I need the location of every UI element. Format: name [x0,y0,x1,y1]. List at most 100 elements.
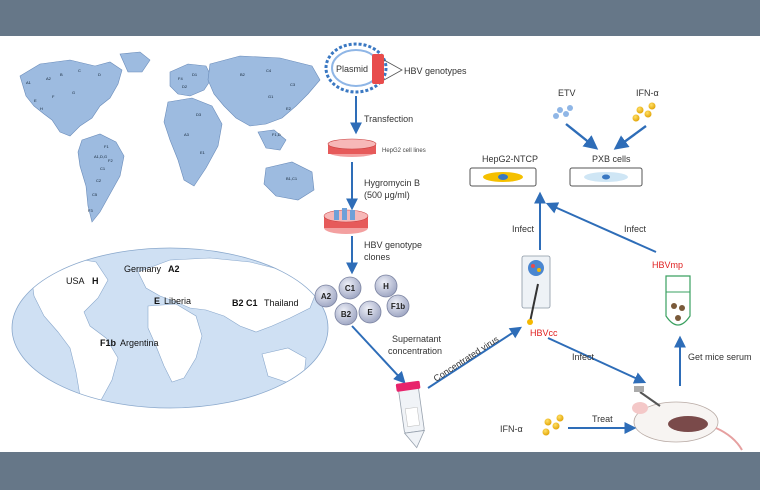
concentrated-virus-label: Concentrated virus [432,334,501,384]
plasmid-bracket [383,59,403,81]
genotype-map-label: A2 [46,76,52,81]
infect-mouse-label: Infect [572,352,595,362]
clone-origin-world-map: USA H Germany A2 E Liberia B2 C1 Thailan… [11,247,329,409]
arrow-ifn-to-pxb [613,125,647,150]
genotype-map-label: B1,C1 [286,176,298,181]
genotype-map-label: D3 [196,112,202,117]
genotype-map-label: A3 [184,132,190,137]
genotype-map-label: F4 [178,76,183,81]
europe-landmass [169,63,213,97]
label-germany-genotype: A2 [168,264,180,274]
hepg2-cell-lines-label: HepG2 cell lines [382,148,426,154]
genotype-map-label: D1 [192,72,198,77]
genotype-map-label: F1,D [272,132,281,137]
genotype-map-label: B [60,72,63,77]
get-mice-serum-label: Get mice serum [688,352,752,362]
label-liberia: Liberia [164,296,191,306]
bottom-band [0,452,760,490]
diagram-canvas: A1A2BCDEFGHA1,D,GC1C2C5F1F2F3F4D1D2D3A3E… [8,42,752,451]
genotype-map-label: C4 [266,68,272,73]
eurasia-landmass [137,257,319,333]
arrow-hbvcc-to-mouse [547,337,647,384]
clone-h: H [374,274,398,298]
genotype-map-label: C3 [290,82,296,87]
north-america-landmass [19,59,123,137]
hbv-genotypes-label: HBV genotypes [404,66,467,76]
treat-label: Treat [592,414,613,424]
hygromycin-label-1: Hygromycin B [364,178,420,188]
southeast-asia-landmass [257,129,287,151]
genotype-map-labels: A1A2BCDEFGHA1,D,GC1C2C5F1F2F3F4D1D2D3A3E… [26,68,298,213]
etv-blue-dots-icon [553,105,573,119]
clones-label-1: HBV genotype [364,240,422,250]
hygromycin-label-2: (500 μg/ml) [364,190,410,200]
ifn-bottom-dots-icon [542,414,564,436]
genotype-map-label: C2 [96,178,102,183]
ifn-bottom-label: IFN-α [500,424,523,434]
label-germany: Germany [124,264,162,274]
colony-dish-icon [323,208,369,234]
genotype-map-label: G1 [268,94,274,99]
mouse-icon [632,386,743,451]
asia-landmass [207,55,321,127]
infect-left-label: Infect [512,224,535,234]
clone-b2: B2 [334,302,358,326]
etv-label: ETV [558,88,576,98]
arrow-clones-to-tube [351,325,406,384]
clone-label: A2 [321,292,332,301]
label-usa: USA [66,276,85,286]
genotype-map-label: F [52,94,55,99]
hbvmp-label: HBVmp [652,260,683,270]
ifn-top-dots-icon [632,102,656,122]
supernatant-label-2: concentration [388,346,442,356]
africa-landmass [163,97,223,187]
clone-label: B2 [341,310,352,319]
pxb-cells-label: PXB cells [592,154,631,164]
plasmid-icon [324,42,388,94]
genotype-map-label: F1 [104,144,109,149]
label-thailand-genotypes: B2 C1 [232,298,258,308]
genotype-map-label: F3 [88,208,93,213]
hepg2-dish-icon [327,138,377,157]
clone-e: E [358,300,382,324]
label-argentina: Argentina [120,338,159,348]
genotype-world-map: A1A2BCDEFGHA1,D,GC1C2C5F1F2F3F4D1D2D3A3E… [8,50,326,228]
label-argentina-genotype: F1b [100,338,117,348]
australia-landmass [263,161,315,201]
genotype-map-label: H [40,106,43,111]
africa-landmass-2 [147,303,203,383]
genotype-map-label: D [98,72,101,77]
genotype-map-label: F2 [108,158,113,163]
clones-label-2: clones [364,252,391,262]
arrow-hbvmp-to-dishes [545,202,657,253]
genotype-map-label: C [78,68,81,73]
ifn-top-label: IFN-α [636,88,659,98]
label-usa-genotype: H [92,276,99,286]
arrow-tube-to-hbvcc [427,326,523,389]
hepg2-ntcp-dish-icon [469,167,537,187]
genotype-map-label: C1 [100,166,106,171]
hepg2-ntcp-label: HepG2-NTCP [482,154,538,164]
genotype-map-label: B2 [240,72,246,77]
top-band [0,0,760,36]
centrifuge-tube-icon [395,380,426,449]
genotype-map-label: E [34,98,37,103]
hbvmp-tube-icon [665,275,691,326]
label-thailand: Thailand [264,298,299,308]
genotype-map-label: G [72,90,75,95]
infect-right-label: Infect [624,224,647,234]
label-liberia-genotype: E [154,296,160,306]
genotype-map-label: E2 [286,106,292,111]
clone-label: H [383,282,389,291]
clone-label: E [367,308,373,317]
hbvcc-vial-icon [521,255,551,325]
clone-f1b: F1b [386,294,410,318]
genotype-map-label: E1 [200,150,206,155]
clone-label: F1b [391,302,405,311]
greenland-landmass [119,51,151,73]
genotype-map-label: C5 [92,192,98,197]
plasmid-label: Plasmid [336,64,368,74]
genotype-map-label: A1,D,G [94,154,107,159]
